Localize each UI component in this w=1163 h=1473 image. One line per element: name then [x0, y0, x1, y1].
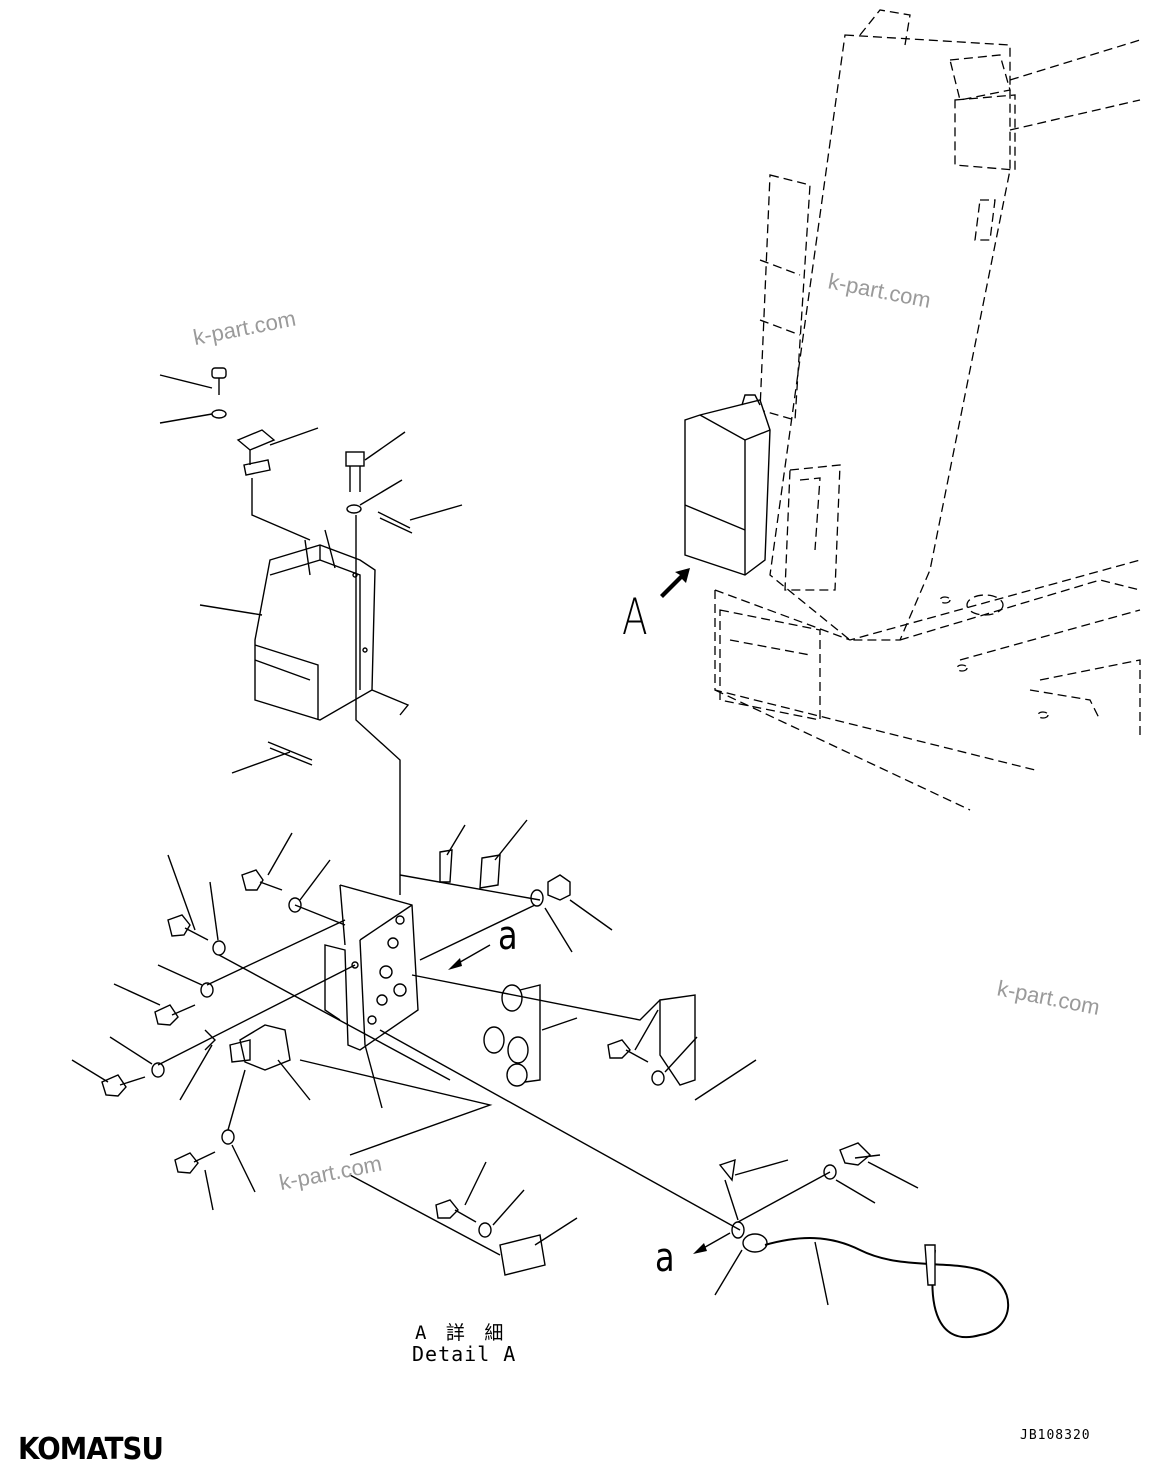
drawing-number: JB108320 [1020, 1428, 1091, 1443]
detail-a-assembly [101, 849, 1010, 1339]
callout-label-a: a [498, 913, 518, 959]
detail-caption-en: Detail A [412, 1342, 517, 1366]
callout-label-a: a [655, 1235, 675, 1281]
komatsu-logo: KOMATSU [18, 1432, 164, 1467]
view-arrow-label: A [622, 588, 648, 646]
machine-context-view [660, 9, 1141, 811]
leader-lines [71, 374, 919, 1306]
detail-caption-jp: A 詳 細 [415, 1322, 508, 1344]
upper-assembly [211, 367, 413, 895]
